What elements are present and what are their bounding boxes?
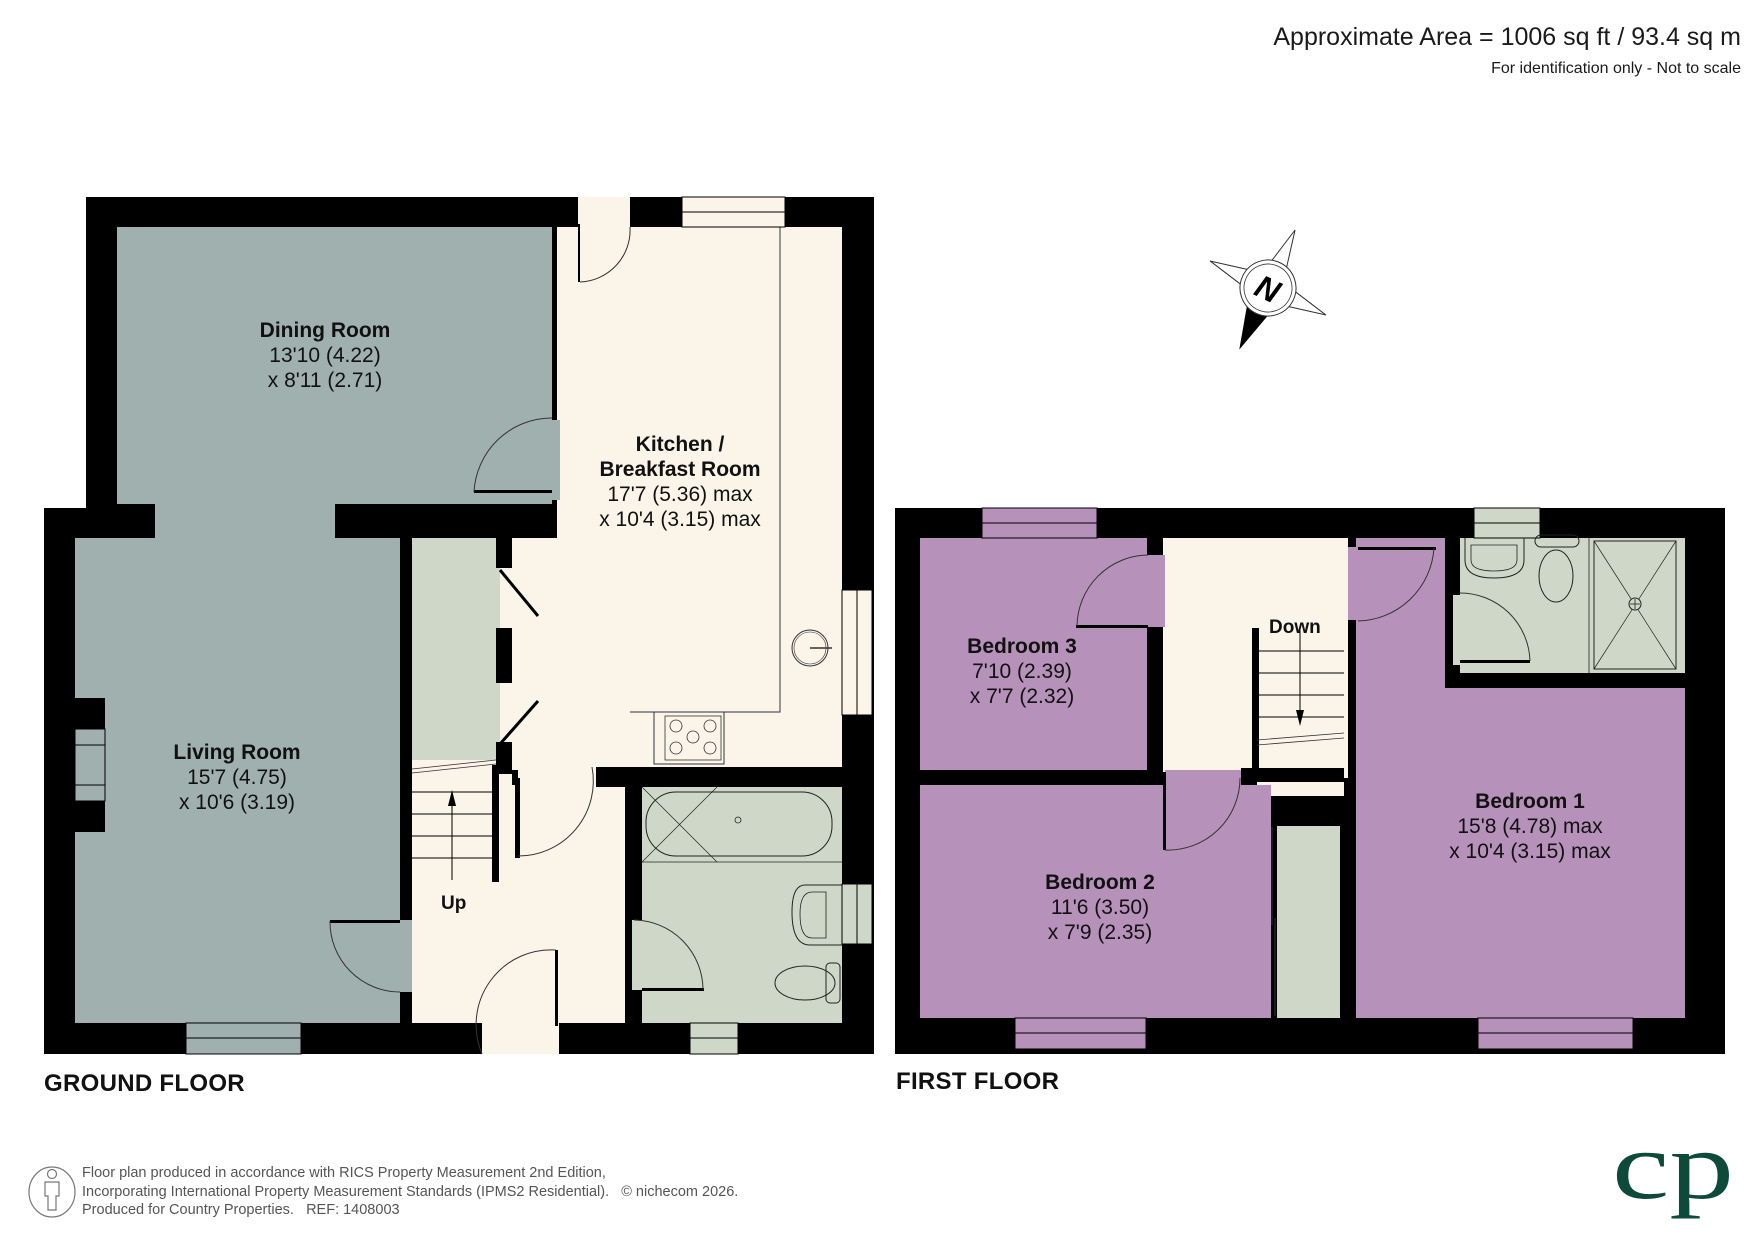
room-label-bedroom-1: Bedroom 1 15'8 (4.78) max x 10'4 (3.15) … [1449, 789, 1611, 864]
room-label-bedroom-2: Bedroom 2 11'6 (3.50) x 7'9 (2.35) [1045, 870, 1155, 945]
stairs-down-label: Down [1269, 617, 1321, 638]
ground-stairs [412, 765, 497, 881]
bedroom-2-floor [920, 785, 1271, 1018]
living-room-floor [75, 538, 400, 1023]
room-dimension: 7'10 (2.39) [972, 660, 1072, 683]
room-label-kitchen: Kitchen / Breakfast Room 17'7 (5.36) max… [599, 432, 761, 532]
living-door-swing [329, 920, 401, 993]
stairs-up-label: Up [441, 893, 467, 914]
kitchen-back-door-gap [578, 197, 630, 227]
bedroom-3-floor [920, 538, 1147, 770]
footer-line-2-text: Incorporating International Property Mea… [82, 1183, 610, 1200]
copyright-text: © nichecom 2026. [621, 1183, 739, 1200]
back-door-swing [579, 226, 631, 283]
ground-floor-plan [44, 196, 874, 1055]
room-dimension: x 10'4 (3.15) max [1449, 840, 1611, 863]
bath-icon [645, 791, 833, 857]
kitchen-bath-partition [596, 767, 842, 787]
footer-notes: Floor plan produced in accordance with R… [82, 1164, 738, 1220]
room-dimension: 11'6 (3.50) [1050, 896, 1150, 919]
ground-floor-label: GROUND FLOOR [44, 1070, 245, 1097]
dining-room-floor [117, 227, 552, 504]
room-name-continued: Breakfast Room [599, 458, 761, 481]
room-name: Dining Room [259, 319, 391, 342]
bedroom-3-door-swing [1076, 554, 1149, 627]
bathroom-floor [642, 787, 842, 1023]
north-arrow-compass-icon [1209, 229, 1327, 350]
first-floor-plan [895, 507, 1725, 1054]
bedroom-2-door-swing [1164, 777, 1241, 851]
person-scale-icon [28, 1166, 76, 1218]
bathroom-door-swing [633, 919, 704, 991]
front-door-swing [475, 949, 557, 1055]
room-name: Bedroom 1 [1475, 790, 1585, 813]
front-door-gap [482, 1023, 559, 1054]
approximate-area-text: Approximate Area = 1006 sq ft / 93.4 sq … [1273, 23, 1741, 51]
room-dimension: 13'10 (4.22) [269, 344, 381, 367]
svg-text:cp: cp [1612, 1138, 1734, 1219]
room-dimension: x 10'6 (3.19) [178, 791, 296, 814]
dining-kitchen-door-gap [552, 420, 560, 500]
scale-disclaimer: For identification only - Not to scale [1491, 60, 1741, 77]
ensuite-toilet-icon [1534, 534, 1580, 548]
kitchen-hob-icon [653, 711, 725, 765]
hall-kitchen-door-swing [517, 766, 594, 857]
room-dimension: x 10'4 (3.15) max [599, 508, 761, 531]
cp-logo-icon: cp [1612, 1112, 1734, 1219]
bathroom-basin-icon [791, 884, 842, 946]
dining-living-opening [155, 504, 335, 538]
room-dimension: x 7'7 (2.32) [969, 685, 1075, 708]
room-dimension: 17'7 (5.36) max [607, 483, 753, 506]
room-name: Bedroom 2 [1045, 871, 1155, 894]
ensuite-floor [1460, 538, 1685, 673]
area-summary: Approximate Area = 1006 sq ft / 93.4 sq … [1273, 22, 1741, 80]
room-dimension: x 8'11 (2.71) [267, 369, 383, 392]
room-dimension: 15'7 (4.75) [187, 766, 287, 789]
footer-line-3: Produced for Country Properties. REF: 14… [82, 1201, 738, 1220]
room-label-bedroom-3: Bedroom 3 7'10 (2.39) x 7'7 (2.32) [967, 634, 1077, 709]
room-dimension: 15'8 (4.78) max [1457, 815, 1603, 838]
footer-line-3-text: Produced for Country Properties. [82, 1202, 294, 1218]
ensuite-door-swing [1459, 592, 1531, 662]
room-label-dining-room: Dining Room 13'10 (4.22) x 8'11 (2.71) [260, 318, 391, 393]
country-properties-logo: cp [1612, 1112, 1738, 1236]
footer-line-2: Incorporating International Property Mea… [82, 1183, 738, 1202]
room-name: Living Room [173, 741, 301, 764]
ensuite-shower-icon [1593, 540, 1677, 670]
reference-number: REF: 1408003 [306, 1202, 400, 1218]
dining-door-swing [473, 417, 553, 493]
wardrobe [1277, 826, 1340, 1018]
room-dimension: x 7'9 (2.35) [1047, 921, 1153, 944]
bathroom-toilet-icon [774, 965, 836, 1001]
ensuite-basin-icon [1464, 538, 1525, 579]
room-name: Kitchen / [635, 433, 725, 456]
bedroom-1-door-swing [1357, 547, 1435, 622]
room-name: Bedroom 3 [967, 635, 1077, 658]
understairs-cupboard [412, 538, 500, 760]
room-label-living-room: Living Room 15'7 (4.75) x 10'6 (3.19) [173, 740, 300, 815]
footer-line-1: Floor plan produced in accordance with R… [82, 1165, 606, 1181]
first-floor-label: FIRST FLOOR [896, 1068, 1060, 1095]
